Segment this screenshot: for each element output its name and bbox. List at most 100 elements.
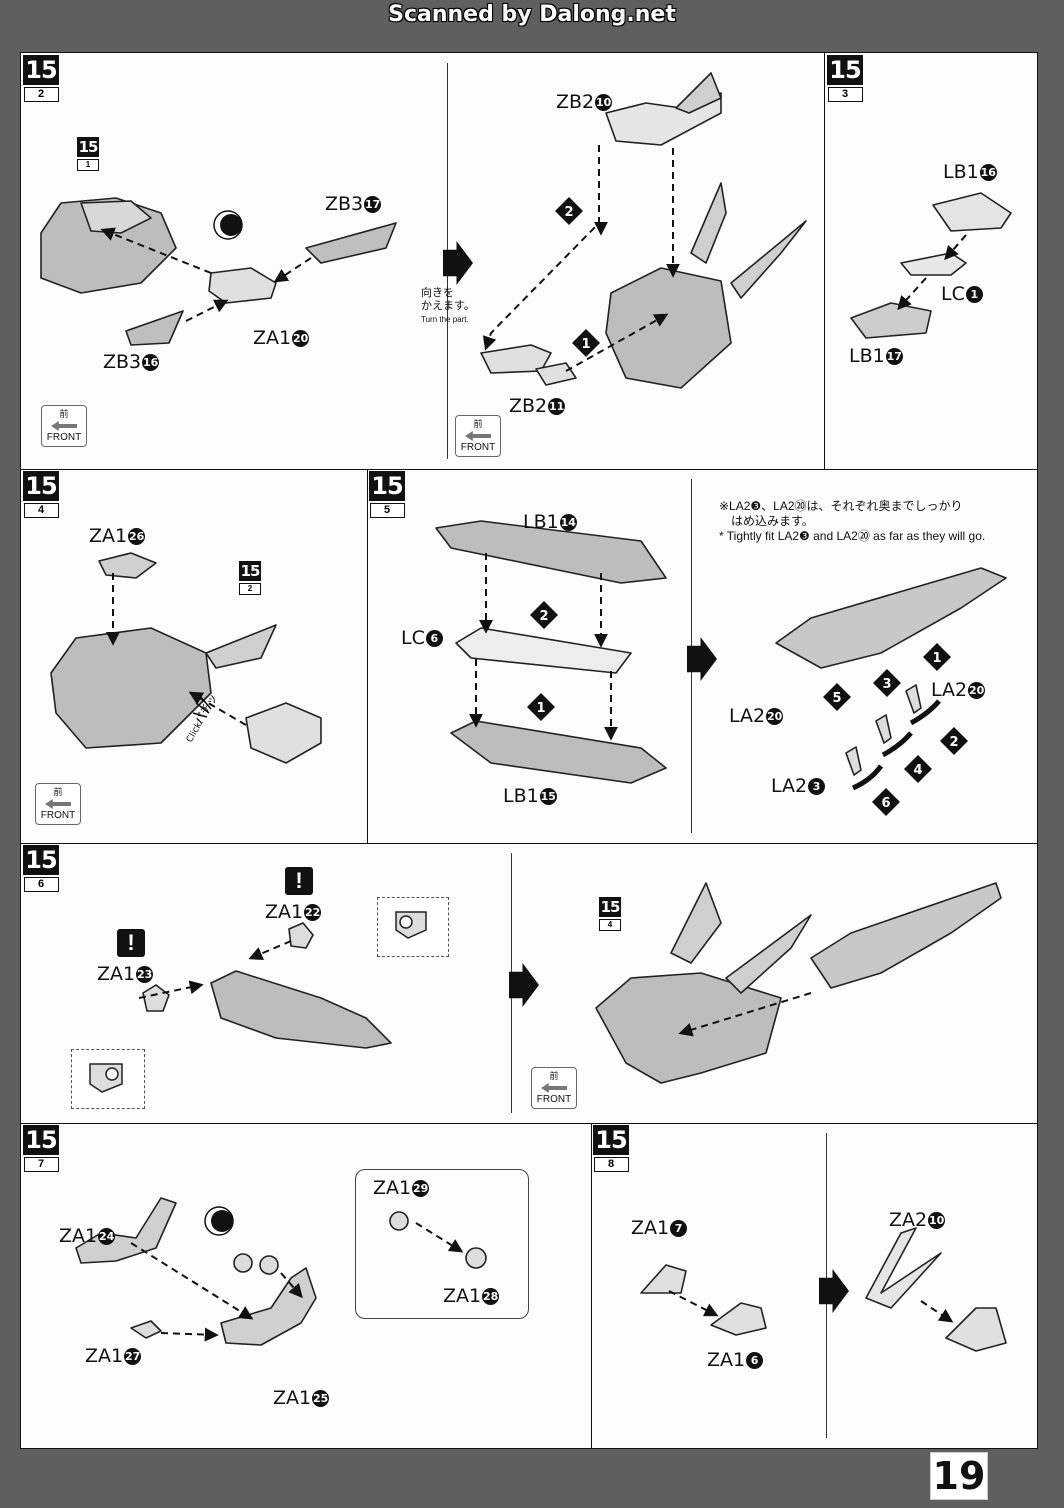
reference-substep: 2 (239, 583, 261, 595)
turn-note-jp: 向きを (421, 287, 454, 299)
turn-note-jp: かえます。 (421, 300, 475, 312)
part-detail-icon (395, 911, 427, 939)
step-number: 15 (827, 55, 863, 85)
column-divider (824, 53, 825, 469)
note-jp: ※LA2❸、LA2⑳は、それぞれ奥までしっかり (719, 499, 963, 513)
part-detail-icon (89, 1063, 123, 1093)
body-part-illustration (50, 627, 212, 749)
order-marker (940, 727, 968, 755)
wing-part-illustration (210, 970, 392, 1049)
wing-fin-illustration (690, 182, 727, 264)
detail-inset (377, 897, 449, 957)
step-substep: 2 (23, 87, 59, 102)
step-substep: 5 (369, 503, 405, 518)
step-substep: 7 (23, 1157, 59, 1172)
order-marker (873, 669, 901, 697)
sub-part-illustration (535, 362, 577, 386)
wing-piece-illustration (305, 222, 397, 264)
wing-fin-illustration (675, 72, 722, 114)
instruction-note: ※LA2❸、LA2⑳は、それぞれ奥までしっかり はめ込みます。 * Tightl… (719, 499, 985, 544)
step-substep: 8 (593, 1157, 629, 1172)
assembly-illustrations: 2 1 2 1 1 3 5 2 4 6 パチ (40, 72, 1012, 1352)
detail-box (355, 1169, 529, 1319)
order-marker (572, 329, 600, 357)
row-divider (21, 843, 1037, 844)
reference-number: 15 (77, 137, 99, 157)
cover-part-illustration (850, 302, 932, 339)
arm-part-illustration (220, 1267, 317, 1346)
order-marker-label: 2 (564, 205, 573, 220)
connector-part-illustration (900, 252, 967, 276)
front-arrow-icon (51, 421, 77, 431)
turn-note-en: Turn the part. (421, 315, 469, 324)
click-burst (198, 694, 212, 710)
front-arrow-icon (45, 799, 71, 809)
row-divider (21, 1123, 1037, 1124)
order-marker (527, 693, 555, 721)
fin-part-illustration (710, 1302, 767, 1336)
row-divider (21, 469, 1037, 470)
reference-number: 15 (599, 897, 621, 917)
scan-credit: Scanned by Dalong.net (388, 2, 676, 27)
frame-part-illustration (455, 627, 632, 674)
step-substep: 6 (23, 877, 59, 892)
fin-part-illustration (640, 1264, 687, 1294)
wing-assembly-illustration (775, 567, 1007, 669)
step-number: 15 (23, 845, 59, 875)
order-marker-label: 1 (581, 337, 590, 352)
clip-part-illustration (845, 746, 862, 776)
fin-part-illustration (945, 1307, 1007, 1352)
step-number: 15 (23, 55, 59, 85)
order-marker (923, 643, 951, 671)
paint-marker (211, 1210, 233, 1232)
push-arrow (881, 731, 913, 758)
paint-marker (220, 214, 242, 236)
cover-part-illustration (245, 702, 322, 764)
column-divider (591, 1123, 592, 1448)
step-number: 15 (23, 1125, 59, 1155)
warning-icon: ! (117, 929, 145, 957)
order-marker (872, 788, 900, 816)
cap-part-illustration (98, 552, 157, 579)
push-arrow (851, 764, 884, 791)
wing-part-illustration (450, 720, 667, 784)
wing-fin-illustration (670, 882, 722, 964)
ball-joint-illustration (465, 1247, 487, 1269)
wing-piece-illustration (125, 310, 184, 346)
front-arrow-icon (465, 431, 491, 441)
reference-substep: 1 (77, 159, 99, 171)
wing-fin-illustration (730, 220, 807, 299)
reference-substep: 4 (599, 919, 621, 931)
page-number: 19 (930, 1452, 988, 1500)
note-en: * Tightly fit LA2❸ and LA2⑳ as far as th… (719, 529, 986, 543)
order-marker-label: 2 (949, 735, 958, 750)
order-marker (555, 197, 583, 225)
push-arrow (909, 699, 941, 726)
step-number: 15 (23, 471, 59, 501)
wing-assembly-illustration (810, 882, 1002, 989)
order-marker-label: 4 (913, 763, 922, 778)
order-marker-label: 1 (536, 701, 545, 716)
body-part-illustration (605, 267, 732, 389)
order-marker (530, 601, 558, 629)
